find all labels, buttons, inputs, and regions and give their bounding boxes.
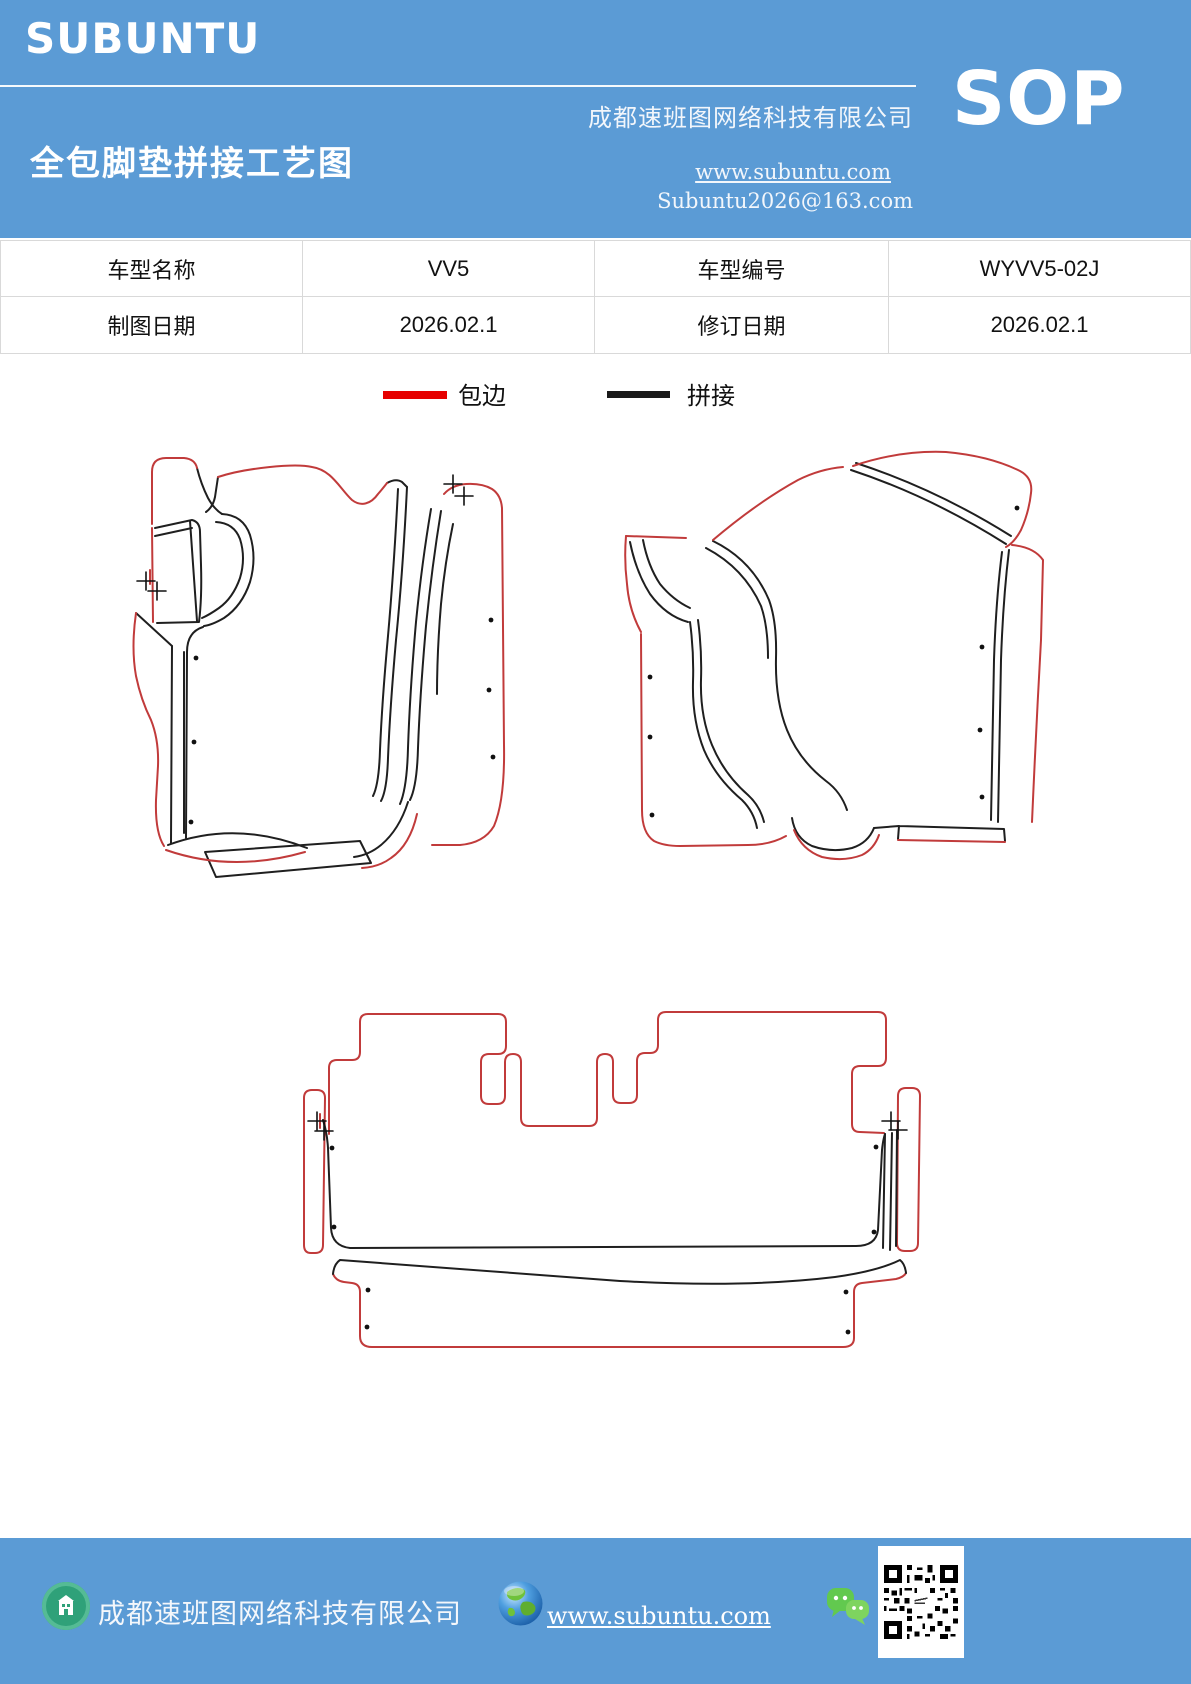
registration-cross-markers (307, 1111, 908, 1141)
registration-cross-markers (136, 474, 474, 601)
qr-code (878, 1546, 964, 1658)
diagram-rear-mat (303, 1011, 921, 1348)
header-email: Subuntu2026@163.com (657, 189, 913, 213)
footer-company-name: 成都速班图网络科技有限公司 (98, 1599, 462, 1630)
page-title: 全包脚垫拼接工艺图 (30, 144, 354, 184)
table-label-model-name: 车型名称 (1, 241, 303, 297)
wechat-icon (827, 1588, 869, 1625)
brand-logo: SUBUNTU (25, 14, 261, 63)
vehicle-info-table: 车型名称 VV5 车型编号 WYVV5-02J 制图日期 2026.02.1 修… (0, 240, 1191, 354)
building-icon (42, 1582, 90, 1630)
diagram-front-left-mat (132, 457, 506, 878)
table-value-draw-date: 2026.02.1 (303, 297, 595, 353)
page-footer: 成都速班图网络科技有限公司 www.subuntu.com (0, 1538, 1191, 1684)
header-divider-line (0, 85, 916, 87)
legend-swatch-stitch (607, 391, 670, 398)
legend-label-binding: 包边 (458, 382, 506, 410)
header-company-name: 成都速班图网络科技有限公司 (588, 104, 913, 132)
doc-type-label: SOP (952, 56, 1126, 142)
table-value-model-code: WYVV5-02J (889, 241, 1190, 297)
table-label-draw-date: 制图日期 (1, 297, 303, 353)
diagram-front-right-mat (624, 450, 1044, 861)
table-value-model-name: VV5 (303, 241, 595, 297)
footer-website-link[interactable]: www.subuntu.com (547, 1602, 771, 1630)
table-label-revision-date: 修订日期 (595, 297, 889, 353)
legend-label-stitch: 拼接 (687, 382, 735, 410)
globe-icon (498, 1581, 543, 1626)
legend-swatch-binding (383, 391, 447, 399)
page-header: SUBUNTU 成都速班图网络科技有限公司 全包脚垫拼接工艺图 www.subu… (0, 0, 1191, 238)
table-value-revision-date: 2026.02.1 (990, 312, 1089, 337)
table-label-model-code: 车型编号 (595, 241, 889, 297)
header-website-link[interactable]: www.subuntu.com (695, 160, 891, 184)
